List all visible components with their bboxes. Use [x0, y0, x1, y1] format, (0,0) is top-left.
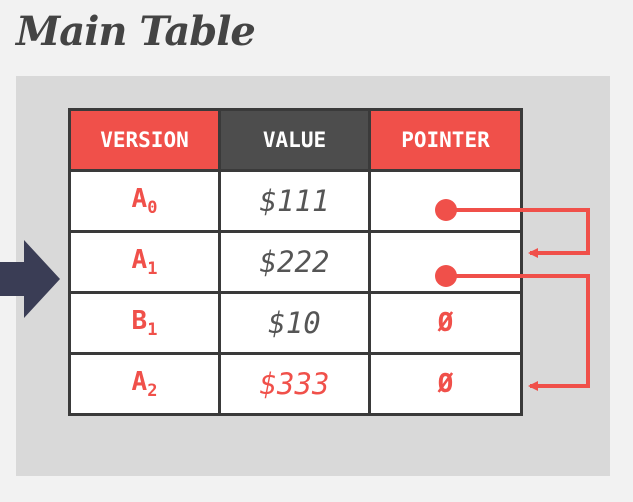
- page-title: Main Table: [16, 8, 256, 55]
- value-cell: $111: [218, 169, 371, 233]
- pointer-cell: [368, 169, 523, 233]
- value-cell: $222: [218, 230, 371, 294]
- table-row: A0 $111: [68, 169, 523, 233]
- version-cell: B1: [68, 291, 221, 355]
- header-pointer: POINTER: [368, 108, 523, 172]
- table-row: B1 $10 Ø: [68, 291, 523, 355]
- version-cell: A1: [68, 230, 221, 294]
- header-value: VALUE: [218, 108, 371, 172]
- pointer-cell: Ø: [368, 291, 523, 355]
- current-row-arrow-icon: [0, 240, 60, 318]
- version-cell: A2: [68, 352, 221, 416]
- version-cell: A0: [68, 169, 221, 233]
- table-row: A1 $222: [68, 230, 523, 294]
- main-table: VERSION VALUE POINTER A0 $111 A1 $222 B1…: [68, 108, 523, 416]
- value-cell: $333: [218, 352, 371, 416]
- header-version: VERSION: [68, 108, 221, 172]
- table-row: A2 $333 Ø: [68, 352, 523, 416]
- header-row: VERSION VALUE POINTER: [68, 108, 523, 172]
- pointer-cell: [368, 230, 523, 294]
- pointer-cell: Ø: [368, 352, 523, 416]
- value-cell: $10: [218, 291, 371, 355]
